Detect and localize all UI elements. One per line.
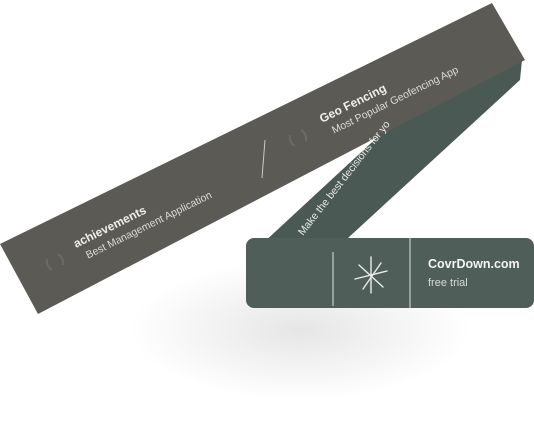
sparkle-icon bbox=[354, 256, 388, 294]
badge-divider bbox=[261, 139, 266, 179]
tagline-band bbox=[262, 60, 522, 244]
card-brand: CovrDown.com bbox=[428, 257, 520, 271]
badge-band bbox=[0, 3, 525, 314]
laurel-icon bbox=[288, 129, 308, 147]
laurel-icon bbox=[45, 253, 65, 271]
card-cta[interactable]: free trial bbox=[428, 277, 468, 289]
trial-card[interactable] bbox=[246, 238, 534, 308]
